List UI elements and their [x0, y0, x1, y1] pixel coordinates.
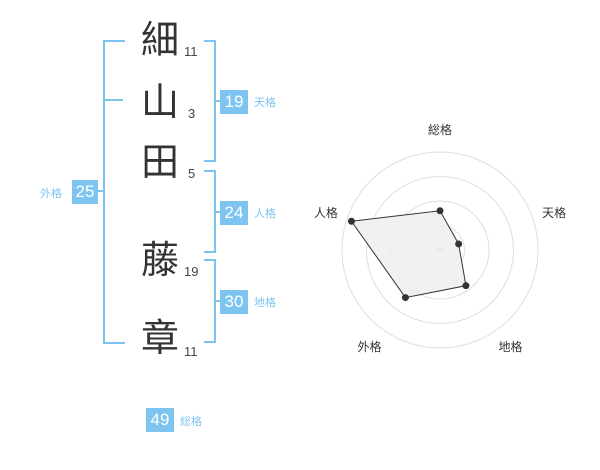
name-char-5: 章: [140, 316, 179, 360]
radar-ring: [341, 151, 539, 349]
soukaku-label: 総格: [180, 415, 202, 428]
soukaku-value-box: 49: [146, 408, 174, 432]
radar-ring: [366, 176, 514, 324]
stroke-count-1: 11: [184, 44, 198, 59]
jinkaku-label: 人格: [254, 207, 276, 220]
radar-point-1: [436, 207, 444, 215]
chikaku-bracket-stem: [214, 300, 222, 302]
chikaku-label: 地格: [254, 296, 276, 309]
name-char-4: 藤: [140, 238, 179, 282]
jinkaku-value-box: 24: [220, 201, 248, 225]
stroke-count-2: 3: [188, 106, 196, 121]
tenkaku-label: 天格: [254, 96, 276, 109]
radar-point-5: [347, 217, 355, 225]
name-char-1: 細: [140, 18, 179, 62]
gaikaku-bracket-tick: [103, 99, 123, 101]
chikaku-value-box: 30: [220, 290, 248, 314]
name-char-2: 山: [140, 80, 179, 124]
radar-point-4: [401, 294, 409, 302]
stroke-count-5: 11: [184, 344, 198, 359]
radar-point-3: [462, 282, 470, 290]
tenkaku-value-box: 19: [220, 90, 248, 114]
radar-axis-label-4: 外格: [357, 339, 381, 354]
name-char-3: 田: [140, 140, 179, 184]
gaikaku-bracket: [103, 40, 125, 344]
tenkaku-bracket-stem: [214, 100, 222, 102]
jinkaku-bracket-stem: [214, 211, 222, 213]
radar-axis-label-1: 総格: [428, 122, 452, 137]
gaikaku-label: 外格: [40, 187, 62, 200]
stroke-count-3: 5: [188, 166, 196, 181]
radar-axis-label-5: 人格: [314, 205, 338, 220]
gaikaku-value-box: 25: [72, 180, 98, 204]
gaikaku-bracket-stem: [95, 190, 104, 192]
stroke-count-4: 19: [184, 264, 199, 279]
radar-axis-label-3: 地格: [499, 339, 523, 354]
radar-axis-label-2: 天格: [542, 205, 566, 220]
radar-point-2: [455, 240, 463, 248]
radar-series-polygon: [350, 210, 467, 299]
